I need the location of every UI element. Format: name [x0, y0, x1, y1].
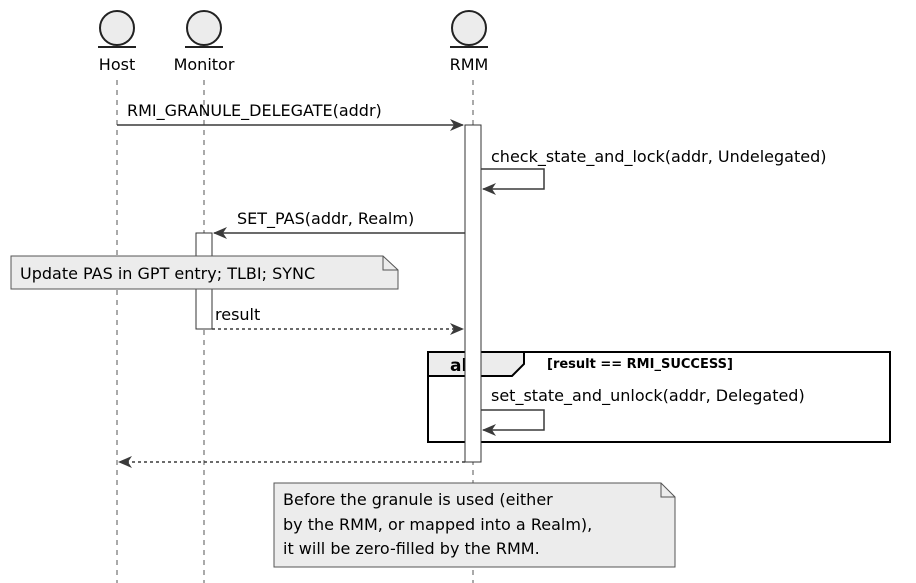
note-zero-fill-box [273, 482, 676, 568]
note-update-pas-text: Update PAS in GPT entry; TLBI; SYNC [20, 264, 315, 283]
note-zero-fill: Before the granule is used (either by th… [273, 482, 676, 568]
host-actor-label: Host [99, 55, 135, 74]
rmm-actor-label: RMM [450, 55, 489, 74]
rmm-actor: RMM [450, 10, 489, 74]
message-result-label: result [215, 305, 260, 324]
note-zero-fill-line-2: by the RMM, or mapped into a Realm), [283, 515, 592, 534]
note-update-pas-box [10, 255, 399, 290]
monitor-actor-label: Monitor [174, 55, 235, 74]
rmm-actor-icon [451, 10, 487, 46]
note-zero-fill-fold [660, 483, 675, 498]
message-check-lock-arrow [481, 168, 545, 195]
message-check-lock-label: check_state_and_lock(addr, Undelegated) [491, 147, 827, 167]
message-set-pas: SET_PAS(addr, Realm) [213, 209, 465, 239]
alt-fragment-frame [427, 351, 891, 443]
message-set-unlock: set_state_and_unlock(addr, Delegated) [481, 386, 805, 436]
message-delegate: RMI_GRANULE_DELEGATE(addr) [117, 101, 464, 131]
host-actor-icon [99, 10, 135, 46]
alt-condition: [result == RMI_SUCCESS] [547, 357, 733, 372]
message-set-pas-label: SET_PAS(addr, Realm) [237, 209, 414, 229]
rmm-activation-bar [464, 124, 482, 463]
note-update-pas: Update PAS in GPT entry; TLBI; SYNC [10, 255, 399, 290]
note-zero-fill-line-3: it will be zero-filled by the RMM. [283, 539, 540, 558]
message-set-unlock-arrow [481, 409, 545, 436]
message-result: result [212, 305, 464, 335]
note-update-pas-fold [382, 256, 398, 271]
host-actor: Host [98, 10, 136, 74]
monitor-actor-icon [186, 10, 222, 46]
note-zero-fill-line-1: Before the granule is used (either [283, 490, 553, 509]
message-check-lock: check_state_and_lock(addr, Undelegated) [481, 147, 827, 195]
monitor-actor: Monitor [174, 10, 235, 74]
message-set-unlock-label: set_state_and_unlock(addr, Delegated) [491, 386, 805, 406]
message-delegate-label: RMI_GRANULE_DELEGATE(addr) [127, 101, 382, 121]
